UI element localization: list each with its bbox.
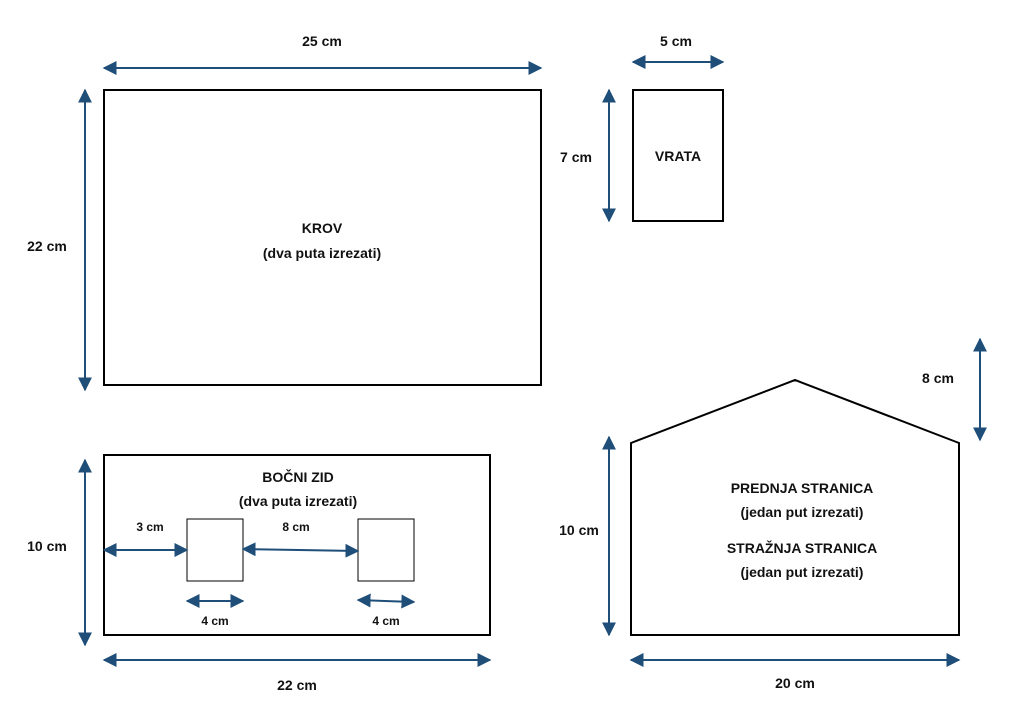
front-back-wall-height-label: 10 cm: [559, 522, 599, 538]
roof-note: (dva puta izrezati): [263, 245, 381, 261]
side-wall-window-right-label: 4 cm: [372, 614, 399, 628]
side-wall-window-left-label: 4 cm: [201, 614, 228, 628]
side-wall-gap-label: 8 cm: [282, 520, 309, 534]
back-note: (jedan put izrezati): [741, 564, 864, 580]
front-note: (jedan put izrezati): [741, 504, 864, 520]
back-title: STRAŽNJA STRANICA: [727, 539, 877, 556]
door-width-label: 5 cm: [660, 33, 692, 49]
side-wall-offset-label: 3 cm: [136, 520, 163, 534]
door-piece: [632, 89, 724, 222]
side-wall-width-label: 22 cm: [277, 677, 317, 693]
door-title: VRATA: [655, 148, 701, 164]
front-back-piece: [630, 378, 960, 636]
front-back-width-label: 20 cm: [775, 675, 815, 691]
roof-piece: [103, 89, 542, 386]
side-wall-window-right-arrow: [356, 593, 416, 609]
roof-width-label: 25 cm: [302, 33, 342, 49]
front-title: PREDNJA STRANICA: [731, 480, 874, 496]
door-height-label: 7 cm: [560, 149, 592, 165]
side-wall-title: BOČNI ZID: [262, 468, 334, 485]
side-wall-gap-arrow: [241, 542, 360, 558]
side-wall-window-left: [186, 518, 244, 582]
side-wall-height-label: 10 cm: [27, 538, 67, 554]
side-wall-window-right: [357, 518, 415, 582]
front-back-gable-height-label: 8 cm: [922, 370, 954, 386]
side-wall-note: (dva puta izrezati): [239, 493, 357, 509]
roof-height-label: 22 cm: [27, 238, 67, 254]
roof-title: KROV: [302, 220, 343, 236]
